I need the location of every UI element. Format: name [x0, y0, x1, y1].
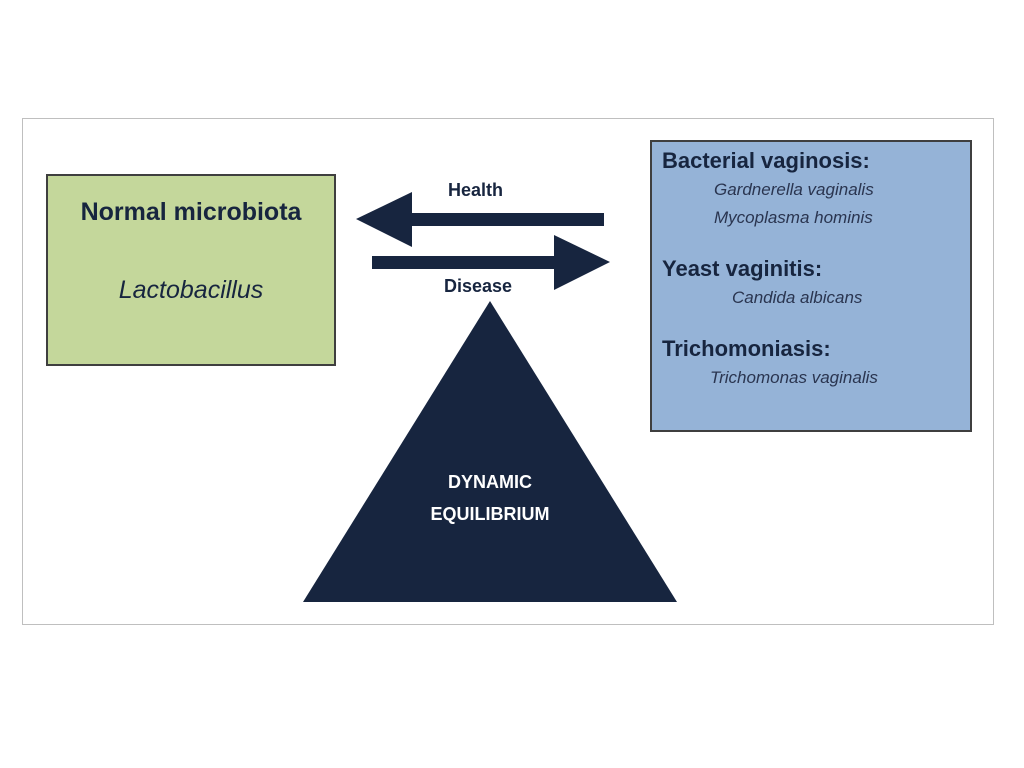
health-arrow: [356, 192, 604, 247]
equilibrium-label-line2: EQUILIBRIUM: [430, 504, 550, 524]
normal-microbiota-box: Normal microbiota Lactobacillus: [46, 174, 336, 366]
health-label: Health: [448, 180, 504, 200]
equilibrium-label-line1: DYNAMIC: [448, 472, 532, 492]
organism-gardnerella: Gardnerella vaginalis: [714, 180, 874, 199]
organism-mycoplasma: Mycoplasma hominis: [714, 208, 873, 227]
disease-label: Disease: [444, 276, 513, 296]
disease-conditions-box: Bacterial vaginosis: Gardnerella vaginal…: [650, 140, 972, 432]
condition-title-trichomoniasis: Trichomoniasis:: [662, 336, 831, 361]
organism-candida: Candida albicans: [732, 288, 863, 307]
normal-microbiota-genus: Lactobacillus: [118, 276, 264, 304]
condition-title-yeast-vaginitis: Yeast vaginitis:: [662, 256, 823, 281]
equilibrium-triangle: [303, 301, 677, 602]
normal-microbiota-title: Normal microbiota: [80, 198, 302, 226]
disease-arrow: [372, 235, 610, 290]
organism-trichomonas: Trichomonas vaginalis: [710, 368, 878, 387]
condition-title-bacterial-vaginosis: Bacterial vaginosis:: [662, 148, 870, 173]
